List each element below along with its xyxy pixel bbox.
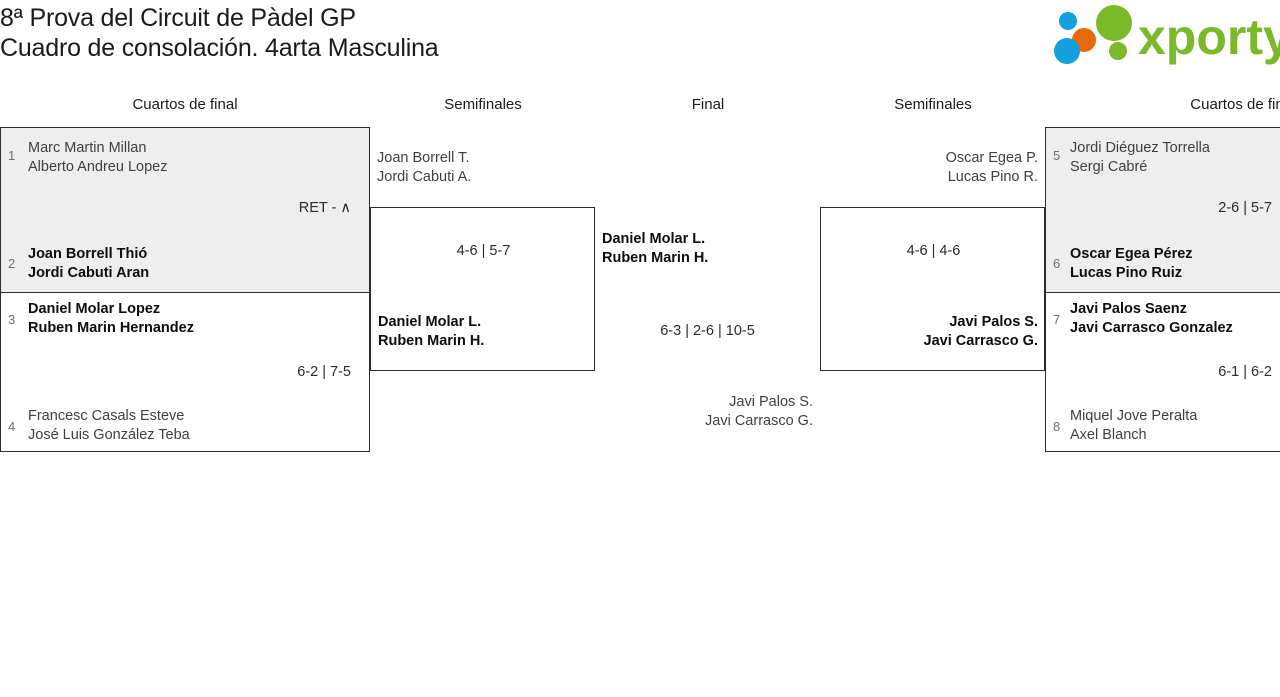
title-line-2: Cuadro de consolación. 4arta Masculina [0, 34, 439, 62]
seed-number: 5 [1053, 148, 1061, 163]
team-bottom: Daniel Molar L. Ruben Marin H. [378, 314, 485, 349]
seed-number: 6 [1053, 256, 1061, 271]
seed-number: 2 [8, 256, 16, 271]
team-bottom: Joan Borrell Thió Jordi Cabuti Aran [28, 246, 150, 281]
match-score: 4-6 | 5-7 [456, 243, 511, 259]
match-score: 6-1 | 6-2 [1218, 364, 1272, 380]
seed-number: 7 [1053, 312, 1061, 327]
team-final-top: Daniel Molar L. Ruben Marin H. [602, 231, 709, 266]
round-header-sf-right: Semifinales [894, 96, 972, 113]
logo-dot-blue-large [1054, 38, 1080, 64]
match-score: 2-6 | 5-7 [1218, 200, 1272, 216]
seed-number: 1 [8, 148, 16, 163]
page-title: 8ª Prova del Circuit de Pàdel GP Cuadro … [0, 0, 900, 63]
seed-number: 3 [8, 312, 16, 327]
logo-dot-green-small [1109, 42, 1127, 60]
team-top: Marc Martin Millan Alberto Andreu Lopez [28, 140, 168, 175]
match-box-sf1[interactable]: 4-6 | 5-7 Daniel Molar L. Ruben Marin H. [370, 207, 595, 371]
match-box-qf2[interactable]: 3 Daniel Molar Lopez Ruben Marin Hernand… [0, 292, 370, 452]
match-score: RET - ∧ [298, 200, 351, 216]
team-final-bottom: Javi Palos S. Javi Carrasco G. [705, 394, 813, 429]
team-bottom: Javi Palos S. Javi Carrasco G. [923, 314, 1038, 349]
round-header-sf-left: Semifinales [444, 96, 522, 113]
match-box-qf3[interactable]: 5 Jordi Diéguez Torrella Sergi Cabré 2-6… [1045, 127, 1280, 293]
match-score: 6-2 | 7-5 [297, 364, 351, 380]
xporty-logo-svg: xporty [1054, 5, 1280, 65]
team-sf2-top: Oscar Egea P. Lucas Pino R. [945, 150, 1038, 185]
seed-number: 4 [8, 419, 16, 434]
team-bottom: Francesc Casals Esteve José Luis Gonzále… [28, 408, 190, 443]
match-box-qf1[interactable]: 1 Marc Martin Millan Alberto Andreu Lope… [0, 127, 370, 293]
seed-number: 8 [1053, 419, 1061, 434]
team-sf1-top: Joan Borrell T. Jordi Cabuti A. [377, 150, 472, 185]
xporty-logo[interactable]: xporty [1046, 4, 1280, 66]
team-bottom: Miquel Jove Peralta Axel Blanch [1070, 408, 1198, 443]
round-header-final: Final [691, 96, 725, 113]
match-box-sf2[interactable]: 4-6 | 4-6 Javi Palos S. Javi Carrasco G. [820, 207, 1045, 371]
team-top: Jordi Diéguez Torrella Sergi Cabré [1070, 140, 1210, 175]
team-top: Daniel Molar Lopez Ruben Marin Hernandez [28, 301, 194, 336]
logo-dot-blue-small [1059, 12, 1077, 30]
match-score: 4-6 | 4-6 [906, 243, 961, 259]
title-line-1: 8ª Prova del Circuit de Pàdel GP [0, 4, 356, 32]
team-bottom: Oscar Egea Pérez Lucas Pino Ruiz [1070, 246, 1193, 281]
match-box-qf4[interactable]: 7 Javi Palos Saenz Javi Carrasco Gonzale… [1045, 292, 1280, 452]
team-top: Javi Palos Saenz Javi Carrasco Gonzalez [1070, 301, 1233, 336]
round-header-qf-right: Cuartos de fin [1190, 96, 1280, 113]
match-score-final: 6-3 | 2-6 | 10-5 [660, 323, 755, 339]
logo-wordmark: xporty [1138, 9, 1280, 65]
logo-dot-green-large [1096, 5, 1132, 41]
round-header-qf-left: Cuartos de final [132, 96, 238, 113]
